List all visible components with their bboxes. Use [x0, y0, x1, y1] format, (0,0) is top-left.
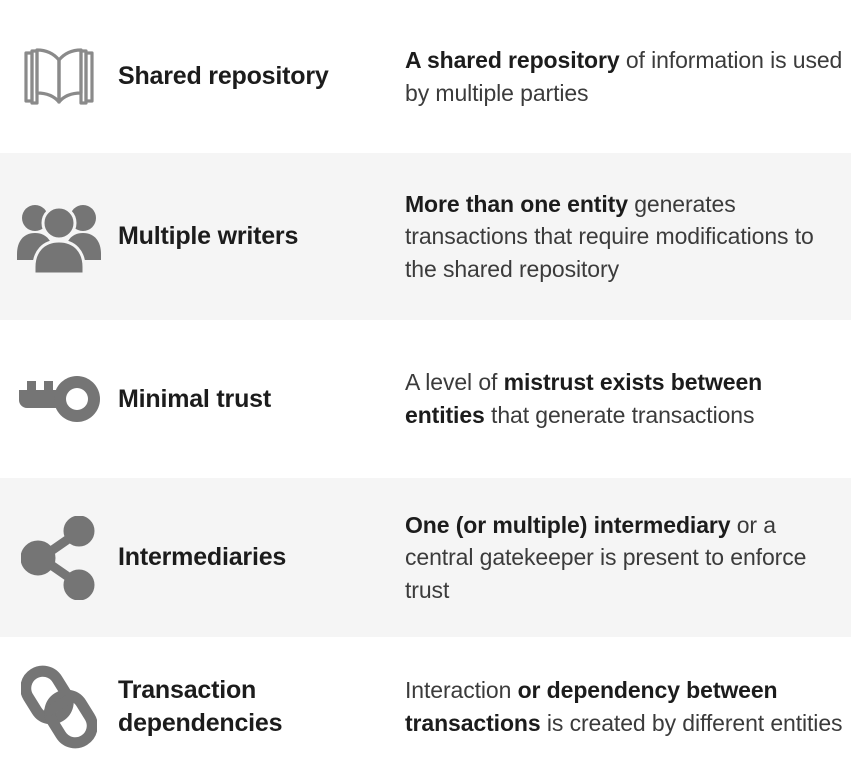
row-icon-cell — [0, 373, 118, 425]
row-description-cell: A shared repository of information is us… — [405, 44, 851, 109]
row-description: More than one entity generates transacti… — [405, 190, 814, 282]
row-label-cell: Transaction dependencies — [118, 674, 405, 739]
row-label: Multiple writers — [118, 222, 299, 251]
row-label-cell: Shared repository — [118, 60, 405, 93]
chain-link-icon — [21, 661, 97, 753]
row-label: Intermediaries — [118, 543, 287, 572]
row-description-cell: Interaction or dependency between transa… — [405, 674, 851, 739]
row-description-cell: One (or multiple) intermediary or a cent… — [405, 509, 851, 607]
table-row: Multiple writers More than one entity ge… — [0, 153, 851, 320]
key-icon — [13, 373, 105, 425]
row-label: Shared repository — [118, 62, 329, 91]
row-label-cell: Multiple writers — [118, 220, 405, 253]
row-description: One (or multiple) intermediary or a cent… — [405, 511, 807, 603]
row-description-cell: More than one entity generates transacti… — [405, 188, 851, 286]
row-icon-cell — [0, 661, 118, 753]
row-icon-cell — [0, 45, 118, 109]
share-nodes-icon — [21, 515, 97, 600]
group-of-people-icon — [15, 198, 103, 276]
row-description: A shared repository of information is us… — [405, 46, 843, 106]
row-description: A level of mistrust exists between entit… — [405, 369, 763, 428]
row-label-cell: Intermediaries — [118, 541, 405, 574]
row-label: Minimal trust — [118, 384, 271, 413]
row-description-cell: A level of mistrust exists between entit… — [405, 366, 851, 431]
row-description: Interaction or dependency between transa… — [405, 676, 843, 736]
table-row: Minimal trust A level of mistrust exists… — [0, 320, 851, 478]
row-icon-cell — [0, 515, 118, 600]
row-icon-cell — [0, 198, 118, 276]
row-label: Transaction dependencies — [118, 676, 283, 737]
table-row: Shared repository A shared repository of… — [0, 0, 851, 153]
row-label-cell: Minimal trust — [118, 383, 405, 416]
table-row: Intermediaries One (or multiple) interme… — [0, 478, 851, 637]
open-book-icon — [16, 45, 102, 109]
table-row: Transaction dependencies Interaction or … — [0, 637, 851, 776]
